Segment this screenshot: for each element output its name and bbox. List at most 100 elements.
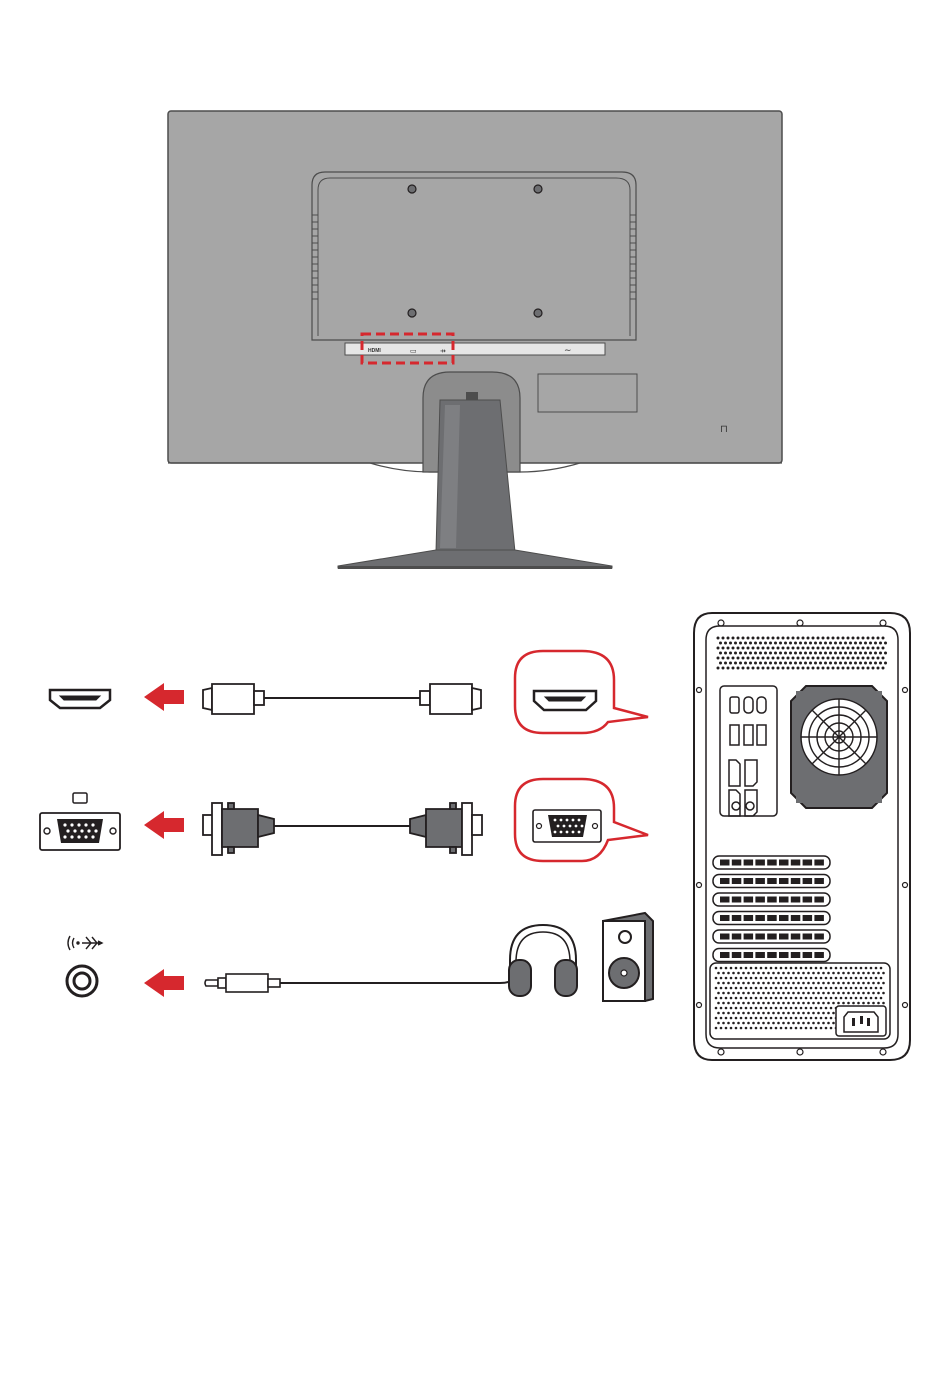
vent-hole xyxy=(840,997,843,1000)
vent-hole xyxy=(757,657,760,660)
vent-hole xyxy=(805,997,808,1000)
vent-hole xyxy=(815,1007,818,1010)
vent-hole xyxy=(835,967,838,970)
vent-hole xyxy=(805,1007,808,1010)
vent-hole xyxy=(872,972,875,975)
vent-hole xyxy=(765,997,768,1000)
vent-hole xyxy=(752,972,755,975)
vent-hole xyxy=(727,1022,730,1025)
vent-hole xyxy=(825,987,828,990)
vent-hole xyxy=(770,987,773,990)
vent-hole xyxy=(804,652,807,655)
vent-hole xyxy=(817,982,820,985)
vent-hole xyxy=(802,1012,805,1015)
vent-hole xyxy=(780,1007,783,1010)
vent-hole xyxy=(830,1017,833,1020)
slot-vent xyxy=(744,878,754,884)
vent-hole xyxy=(755,977,758,980)
vent-hole xyxy=(845,997,848,1000)
arrow-left-icon xyxy=(144,683,184,711)
vent-hole xyxy=(820,1007,823,1010)
slot-vent xyxy=(803,878,813,884)
vent-hole xyxy=(790,997,793,1000)
vent-hole xyxy=(790,977,793,980)
vent-hole xyxy=(837,647,840,650)
slot-vent xyxy=(720,952,730,958)
vent-hole xyxy=(882,647,885,650)
vent-hole xyxy=(732,1002,735,1005)
vent-hole xyxy=(884,652,887,655)
vent-hole xyxy=(867,1002,870,1005)
vent-hole xyxy=(790,1027,793,1030)
slot-vent xyxy=(720,897,730,903)
vent-hole xyxy=(820,997,823,1000)
vent-hole xyxy=(874,662,877,665)
vent-hole xyxy=(802,972,805,975)
vent-hole xyxy=(802,992,805,995)
vent-hole xyxy=(730,1027,733,1030)
vent-hole xyxy=(882,637,885,640)
vent-hole xyxy=(777,1012,780,1015)
vent-hole xyxy=(817,1002,820,1005)
vent-hole xyxy=(729,642,732,645)
vent-hole xyxy=(777,982,780,985)
vent-hole xyxy=(807,982,810,985)
vent-hole xyxy=(742,992,745,995)
vent-hole xyxy=(812,647,815,650)
vent-hole xyxy=(787,637,790,640)
vent-hole xyxy=(717,1002,720,1005)
vent-hole xyxy=(852,972,855,975)
vent-hole xyxy=(762,982,765,985)
vent-hole xyxy=(852,637,855,640)
vent-hole xyxy=(755,967,758,970)
slot-vent xyxy=(720,915,730,921)
vent-hole xyxy=(785,967,788,970)
vent-hole xyxy=(852,1002,855,1005)
vent-hole xyxy=(827,992,830,995)
power-inlet-icon xyxy=(836,1006,886,1036)
vent-hole xyxy=(807,972,810,975)
vent-hole xyxy=(807,1012,810,1015)
vent-hole xyxy=(882,667,885,670)
vent-hole xyxy=(800,977,803,980)
speaker-icon xyxy=(603,913,653,1001)
vent-hole xyxy=(857,667,860,670)
vent-hole xyxy=(772,1002,775,1005)
slot-vent xyxy=(791,897,801,903)
slot-vent xyxy=(791,860,801,866)
vent-hole xyxy=(795,1007,798,1010)
vent-hole xyxy=(797,972,800,975)
vent-hole xyxy=(802,657,805,660)
vga-cable xyxy=(203,803,482,855)
vent-hole xyxy=(877,657,880,660)
vent-hole xyxy=(752,1002,755,1005)
vent-hole xyxy=(750,977,753,980)
vent-hole xyxy=(754,642,757,645)
slot-vent xyxy=(791,934,801,940)
slot-vent xyxy=(767,952,777,958)
vent-hole xyxy=(795,977,798,980)
vent-hole xyxy=(729,652,732,655)
slot-vent xyxy=(779,915,789,921)
vent-hole xyxy=(822,972,825,975)
vent-hole xyxy=(747,982,750,985)
vent-hole xyxy=(785,997,788,1000)
vent-hole xyxy=(804,662,807,665)
vent-hole xyxy=(875,967,878,970)
vent-hole xyxy=(735,967,738,970)
vent-hole xyxy=(762,1002,765,1005)
vent-hole xyxy=(782,992,785,995)
vent-hole xyxy=(747,972,750,975)
vent-hole xyxy=(780,1017,783,1020)
vent-hole xyxy=(740,1027,743,1030)
vent-hole xyxy=(757,1022,760,1025)
slot-vent xyxy=(755,934,765,940)
vent-hole xyxy=(862,657,865,660)
vent-hole xyxy=(810,1007,813,1010)
vent-hole xyxy=(729,662,732,665)
vent-hole xyxy=(752,657,755,660)
vent-hole xyxy=(745,997,748,1000)
vent-hole xyxy=(875,997,878,1000)
vent-hole xyxy=(727,982,730,985)
vent-hole xyxy=(809,642,812,645)
